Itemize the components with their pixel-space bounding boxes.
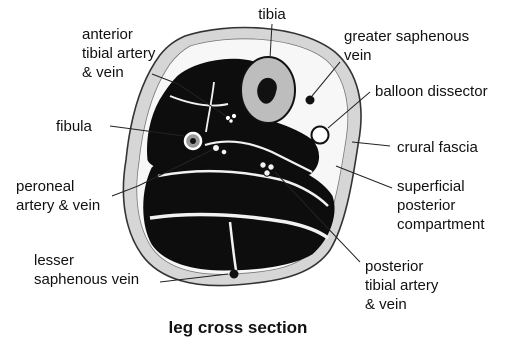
label-lesser-saphenous: lesser saphenous vein [34,252,139,288]
posterior-tibial-vessel-3 [264,170,270,176]
label-superficial-posterior: superficial posterior compartment [397,178,485,233]
label-crural-fascia: crural fascia [397,139,479,156]
label-tibia: tibia [258,6,286,23]
fibula-marrow [190,138,196,144]
greater-saphenous-vein [306,96,315,105]
label-greater-saphenous: greater saphenous vein [344,28,473,64]
label-peroneal: peroneal artery & vein [16,178,100,214]
peroneal-vessel-2 [221,149,227,155]
label-anterior-tibial: anterior tibial artery & vein [82,26,160,81]
anterior-tibial-vessel-3 [229,119,233,123]
posterior-tibial-vessel-1 [260,162,266,168]
peroneal-vessel-1 [213,145,220,152]
anterior-tibial-vessel-2 [231,113,236,118]
label-balloon-dissector: balloon dissector [375,83,488,100]
diagram-caption: leg cross section [169,318,308,337]
label-posterior-tibial: posterior tibial artery & vein [365,258,443,313]
posterior-tibial-vessel-2 [268,164,274,170]
balloon-dissector [312,127,329,144]
label-fibula: fibula [56,118,93,135]
lesser-saphenous-vein [230,270,239,279]
